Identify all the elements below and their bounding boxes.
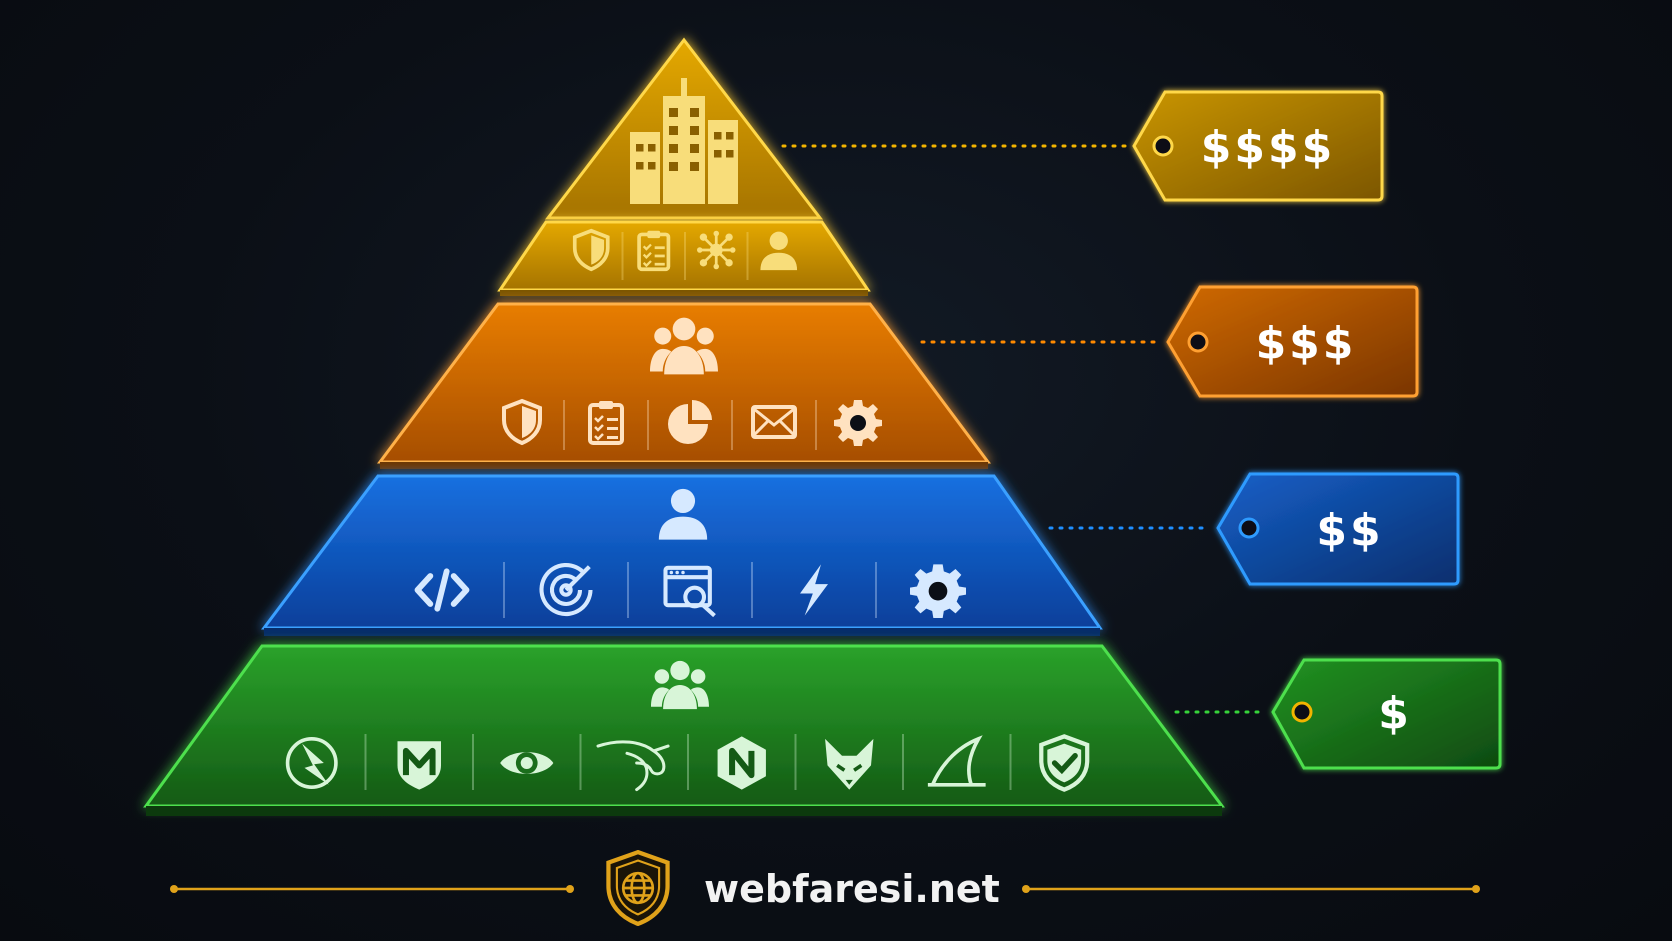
- brand-name: webfaresi.net: [704, 867, 1000, 911]
- tier-enterprise-feature-icons: [572, 228, 798, 280]
- tier-team: $$$: [377, 285, 1419, 469]
- tier-community-feature-icons: [285, 734, 1088, 790]
- check-shield-icon: [1041, 736, 1087, 789]
- globe-shield-icon: [608, 852, 667, 924]
- price-tag-community: $: [1271, 658, 1502, 770]
- network-nodes-icon: [695, 229, 737, 271]
- price-label-community: $: [1378, 688, 1412, 739]
- price-label-enterprise: $$$$: [1201, 122, 1335, 173]
- brand-footer: webfaresi.net: [170, 852, 1480, 924]
- price-label-team: $$$: [1256, 318, 1357, 369]
- tier-professional: $$: [261, 472, 1460, 636]
- tier-professional-feature-icons: [418, 562, 966, 618]
- price-tag-professional: $$: [1216, 472, 1460, 586]
- tier-enterprise: $$$$: [497, 37, 1384, 296]
- price-tag-enterprise: $$$$: [1132, 90, 1384, 202]
- gear-icon: [834, 400, 882, 446]
- gear-icon: [910, 564, 966, 618]
- tier-team-feature-icons: [502, 399, 882, 450]
- tier-community: $: [143, 644, 1502, 816]
- price-tag-team: $$$: [1166, 285, 1419, 398]
- price-label-professional: $$: [1316, 505, 1383, 556]
